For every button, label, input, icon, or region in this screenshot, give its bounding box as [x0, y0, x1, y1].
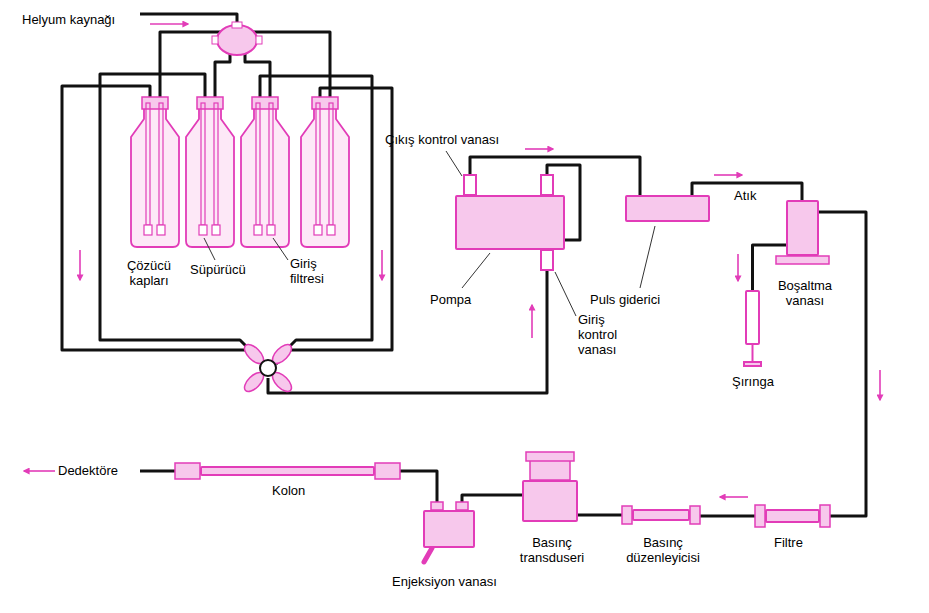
injector-port — [456, 502, 468, 510]
pump-inlet-line — [268, 270, 547, 393]
part-label: Çıkış kontrol vanası — [385, 132, 499, 147]
tubing-connector — [690, 515, 765, 518]
splitter-port — [256, 36, 262, 44]
solvent-bottle — [301, 97, 349, 247]
transducer-head — [530, 460, 570, 480]
solvent-bottle — [131, 97, 179, 247]
detector-line — [140, 470, 175, 473]
leader-lines — [204, 151, 655, 316]
solvent-line — [62, 86, 262, 362]
solvent-line — [276, 88, 392, 364]
pulse-damper: Puls giderici — [625, 195, 710, 222]
pump-box: Pompa — [455, 195, 565, 250]
flow-arrow — [150, 23, 188, 25]
filter: Filtre — [765, 509, 820, 523]
column-fitting — [175, 463, 200, 479]
leader-line — [204, 238, 215, 260]
pressure-transducer: Basınç transduseri — [522, 480, 578, 522]
regulator-fitting — [622, 506, 632, 524]
selector-valve — [241, 341, 294, 394]
solvent-line — [100, 74, 258, 358]
splitter-body — [217, 25, 257, 55]
filter-fitting — [820, 505, 830, 527]
flow-arrow — [714, 174, 742, 176]
tubing — [62, 14, 580, 471]
component-label: Enjeksiyon vanası — [392, 574, 497, 589]
flow-arrow — [525, 148, 553, 150]
component-label: Boşaltma vanası — [765, 278, 845, 308]
flow-arrow — [381, 250, 383, 280]
tube-fittings — [175, 256, 830, 527]
helium-splitter — [212, 22, 262, 55]
column: Kolon — [200, 466, 375, 476]
component-label: Kolon — [272, 483, 305, 498]
plunger-rod — [752, 345, 754, 362]
flow-arrow — [531, 305, 533, 338]
part-label: Helyum kaynağı — [22, 12, 115, 27]
solvent-bottle — [241, 97, 289, 247]
leader-line — [640, 226, 655, 288]
injector-port — [431, 502, 443, 510]
pressure-regulator: Basınç düzenleyicisi — [632, 509, 690, 521]
regulator-fitting — [690, 506, 700, 524]
part-label: Çözücü kapları — [118, 258, 180, 288]
component-label: Basınç transduseri — [510, 535, 594, 565]
outlet-check-valve — [464, 175, 476, 195]
flow-arrow — [79, 250, 81, 280]
part-label: Giriş filtresi — [290, 256, 348, 286]
component-label: Şırınga — [732, 374, 774, 389]
part-label: Dedektöre — [58, 463, 118, 478]
splitter-port — [212, 36, 218, 44]
leader-line — [462, 253, 490, 288]
helium-line — [160, 32, 222, 97]
component-label: Filtre — [774, 535, 803, 550]
injector-handle — [424, 548, 432, 562]
helium-line — [252, 32, 330, 97]
flow-arrow — [737, 254, 739, 281]
plunger-rest — [744, 362, 761, 366]
injection-valve: Enjeksiyon vanası — [423, 510, 475, 548]
tubing-connector — [470, 157, 640, 195]
column-fitting — [375, 463, 400, 479]
flow-arrow — [879, 370, 881, 400]
inlet-check-valve — [541, 250, 553, 270]
splitter-port — [232, 22, 242, 28]
valve-hub — [260, 360, 276, 376]
leader-line — [555, 272, 576, 316]
solvent-bottle — [186, 97, 234, 247]
component-label: Puls giderici — [590, 292, 660, 307]
line-label: Atık — [733, 188, 757, 203]
check-valve — [541, 175, 553, 195]
purge-valve: Boşaltma vanası — [786, 200, 819, 256]
syringe-plunger — [744, 345, 761, 366]
flow-arrow — [720, 496, 748, 498]
syringe-barrel: Şırınga — [745, 290, 760, 345]
component-label: Basınç düzenleyicisi — [613, 535, 713, 565]
helium-line — [215, 54, 230, 97]
flow-arrows — [24, 24, 880, 497]
filter-fitting — [755, 505, 765, 527]
leader-line — [446, 151, 462, 176]
tubing-connector — [462, 495, 522, 510]
transducer-cap — [526, 452, 574, 461]
helium-line — [140, 14, 237, 25]
part-label: Süpürücü — [190, 262, 246, 277]
leader-line — [273, 238, 288, 260]
flow-arrow — [24, 470, 55, 472]
part-label: Giriş kontrol vanası — [578, 312, 633, 357]
component-label: Pompa — [430, 292, 471, 307]
purge-valve-base — [776, 256, 829, 264]
